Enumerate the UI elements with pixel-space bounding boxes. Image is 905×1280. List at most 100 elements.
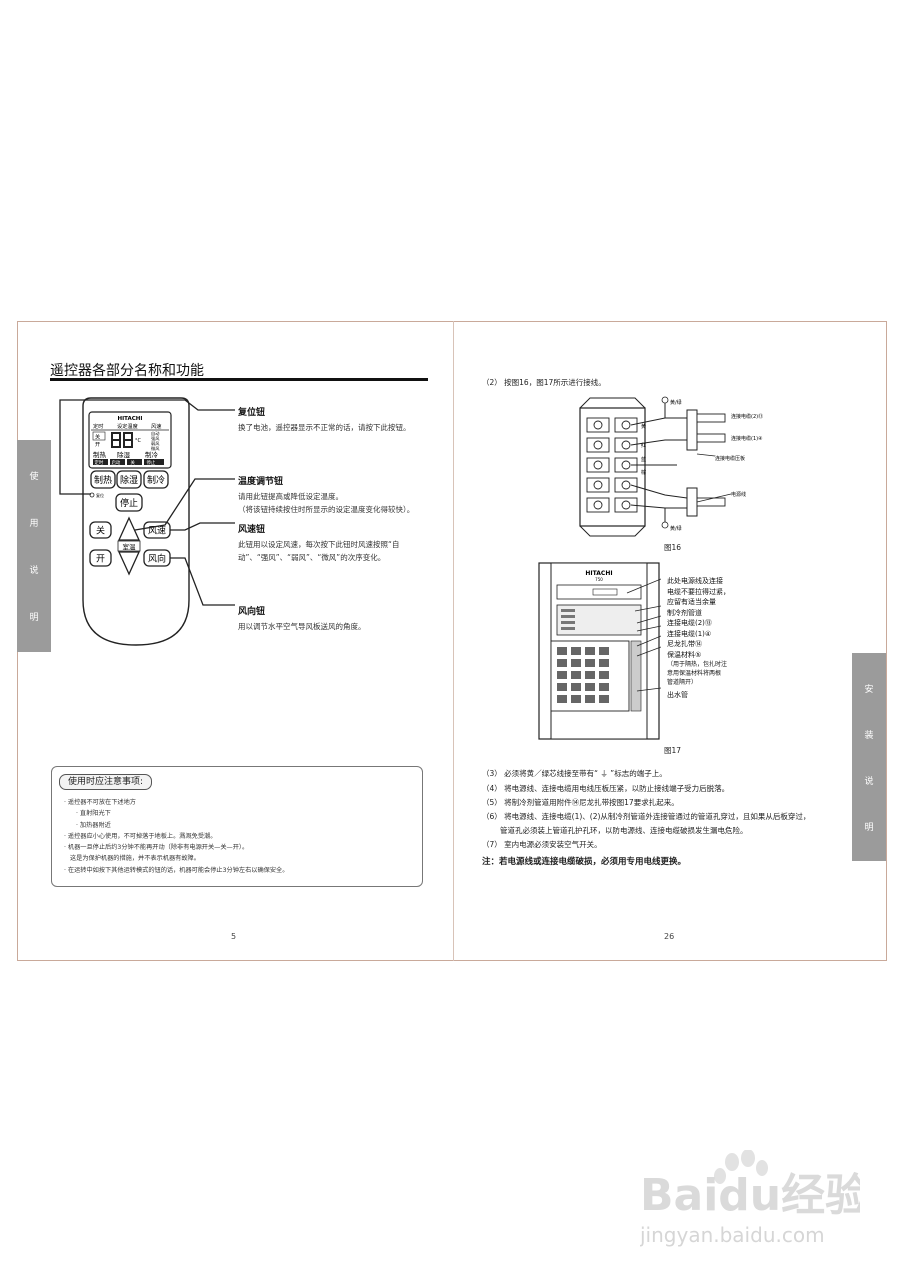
- lcd-off-label: 关: [95, 433, 100, 441]
- stop-button-shape: [115, 493, 143, 512]
- lcd-bottom-label: 停止: [147, 459, 156, 466]
- note-line: 注：若电源线或连接电缆破损，必须用专用电线更换。: [482, 857, 687, 867]
- lcd-on-label: 开: [95, 441, 100, 448]
- label-reset-button: 复位钮 换了电池，遥控器显示不正常的话，请按下此按钮。: [238, 405, 438, 434]
- fig16-label: 连接电缆(2)⑬: [731, 413, 763, 420]
- fig16-label: 连接电缆压板: [715, 455, 745, 462]
- temp-down-icon: [117, 551, 141, 576]
- on-button-label: 开: [96, 554, 105, 565]
- heat-button-label: 制热: [94, 474, 112, 486]
- cool-button-label: 制冷: [147, 474, 165, 486]
- lcd-top-label: 定时: [93, 422, 103, 430]
- lcd-bottom-label: 关: [131, 459, 136, 466]
- reset-leader-line: [59, 399, 235, 495]
- fig17-brand: HITACHI: [585, 570, 612, 577]
- watermark-url: jingyan.baidu.com: [640, 1223, 825, 1247]
- label-heading: 温度调节钮: [238, 477, 284, 487]
- reset-label: 复位: [96, 492, 104, 498]
- on-button-shape: [89, 549, 112, 567]
- page-fold: [453, 321, 454, 961]
- fig16-caption: 图16: [664, 543, 682, 552]
- side-tab-right: 安 装 说 明: [852, 653, 886, 861]
- step-5: （5） 将制冷剂管道用附件⑭尼龙扎带按图17要求扎起来。: [482, 798, 679, 807]
- fig16-wire-label: 黄: [641, 423, 646, 430]
- off-button-label: 关: [96, 525, 105, 537]
- lcd-bottom-label: 启动: [112, 459, 121, 466]
- label-fan-dir-button: 风向钮 用以调节水平空气导风板送风的角度。: [238, 604, 438, 633]
- side-tab-char: 装: [864, 730, 874, 741]
- caution-item: 这是为保护机器的措施，并不表示机器有故障。: [70, 855, 200, 863]
- side-tab-char: 明: [864, 822, 874, 833]
- temp-label: 室温: [123, 542, 137, 551]
- fig16-wire-label: 红: [641, 442, 646, 449]
- caution-item: · 机器一旦停止后约3分钟不能再开动（除非有电源开关—关—开）。: [64, 844, 249, 852]
- label-heading: 风向钮: [238, 607, 266, 617]
- lcd-fan-label: 微风: [151, 445, 160, 452]
- title-rule: [50, 378, 428, 381]
- fig16-label: 黄/绿: [670, 525, 682, 532]
- fig17-note: 连接电缆(2)⑬: [667, 619, 712, 627]
- label-line: 此钮用以设定风速，每次按下此钮时风速按照“自: [238, 540, 400, 549]
- side-tab-left: 使 用 说 明: [17, 440, 51, 652]
- stop-button-label: 停止: [120, 497, 138, 509]
- side-tab-char: 用: [29, 519, 39, 529]
- fig17-note: 制冷剂管道: [667, 608, 702, 617]
- side-tab-char: 安: [864, 684, 874, 695]
- fig16-wire-label: 蓝: [641, 456, 646, 463]
- lcd-mode-label: 除湿: [117, 450, 131, 459]
- caution-heading: 使用时应注意事项:: [59, 774, 153, 790]
- fan-speed-button-label: 风速: [148, 526, 166, 537]
- fan-dir-button-label: 风向: [148, 553, 166, 565]
- lcd-mode-label: 制热: [93, 450, 107, 459]
- fan-speed-leader-line: [170, 522, 235, 531]
- side-tab-char: 说: [29, 566, 39, 576]
- fig16-label: 电源线: [731, 491, 746, 498]
- fig17-note: 出水管: [667, 691, 688, 699]
- heat-button-shape: [90, 470, 116, 489]
- label-heading: 复位钮: [238, 408, 266, 418]
- step-3: （3） 必须将黄／绿芯线接至带有“ ⏚ ”标志的端子上。: [482, 769, 667, 778]
- step-4: （4） 将电源线、连接电缆用电线压板压紧，以防止接线端子受力后脱落。: [482, 784, 730, 793]
- caution-item: · 遥控器应小心使用，不可掉落于地板上。溅溉免受潮。: [64, 832, 217, 840]
- lcd-fan-label: 自动: [151, 430, 159, 437]
- page-number-left: 5: [231, 932, 237, 941]
- lcd-fan-label: 强风: [151, 436, 160, 442]
- page-title: 遥控器各部分名称和功能: [50, 363, 204, 379]
- remote-control-illustration: HITACHI 定时 设定温度 风速 关 开 °C 自动 强风 弱风 微风 制热…: [59, 397, 235, 646]
- baidu-watermark: Baidu经验 jingyan.baidu.com: [640, 1150, 860, 1247]
- off-button-shape: [89, 521, 112, 539]
- fig17-note: 保温材料⑤: [667, 650, 702, 659]
- fig17-notes: 此处电源线及连接 电缆不要拉得过紧， 应留有适当余量 制冷剂管道 连接电缆(2)…: [667, 576, 730, 701]
- step-2: （2） 按图16，图17所示进行接线。: [482, 378, 606, 387]
- label-line: 换了电池，遥控器显示不正常的话，请按下此按钮。: [238, 423, 411, 432]
- side-tab-char: 说: [864, 776, 874, 787]
- lcd-degree: °C: [135, 438, 142, 444]
- ground-icon: [661, 521, 669, 529]
- step-6: （6） 将电源线、连接电缆(1)、(2)从制冷剂管道外连接管通过的管道孔穿过，且…: [482, 812, 811, 821]
- fig17-note: 连接电缆(1)④: [667, 629, 712, 638]
- page-number-right: 26: [664, 932, 675, 941]
- label-line: （将该钮持续按住时所显示的设定温度变化得较快）。: [238, 505, 415, 514]
- caution-item: · 直射阳光下: [76, 810, 111, 818]
- fig17-indoor-unit: HITACHI 750: [538, 562, 661, 740]
- dehumid-button-shape: [116, 470, 142, 489]
- fan-dir-leader-line: [170, 557, 235, 606]
- dehumid-button-label: 除湿: [120, 474, 138, 486]
- fig16-label: 黄/绿: [670, 399, 682, 406]
- lcd-top-label: 设定温度: [117, 422, 138, 430]
- lcd-fan-label: 弱风: [151, 441, 160, 447]
- fig17-model: 750: [595, 577, 603, 582]
- side-tab-char: 使: [29, 472, 39, 482]
- label-line: 动”、“强风”、“弱风”、“微风”的次序变化。: [238, 553, 386, 562]
- step-6-continued: 管道孔必须装上管道孔护孔环，以防电源线、连接电缆破损发生漏电危险。: [500, 826, 748, 835]
- fig17-note: 意用保温材料将两根: [667, 670, 722, 677]
- label-temp-button: 温度调节钮 请用此钮提高或降低设定温度。 （将该钮持续按住时所显示的设定温度变化…: [238, 474, 438, 516]
- lcd-bottom-label: 定时: [95, 459, 104, 466]
- lcd-top-label: 风速: [151, 423, 161, 430]
- fig16-label: 连接电缆(1)④: [731, 435, 763, 442]
- fig17-note: 电缆不要拉得过紧，: [667, 587, 730, 596]
- caution-item: · 遥控器不可放在下述地方: [64, 799, 136, 806]
- watermark-logo: Baidu经验: [640, 1170, 860, 1221]
- fig17-caption: 图17: [664, 746, 682, 755]
- fig17-note: 尼龙扎带⑭: [667, 640, 702, 648]
